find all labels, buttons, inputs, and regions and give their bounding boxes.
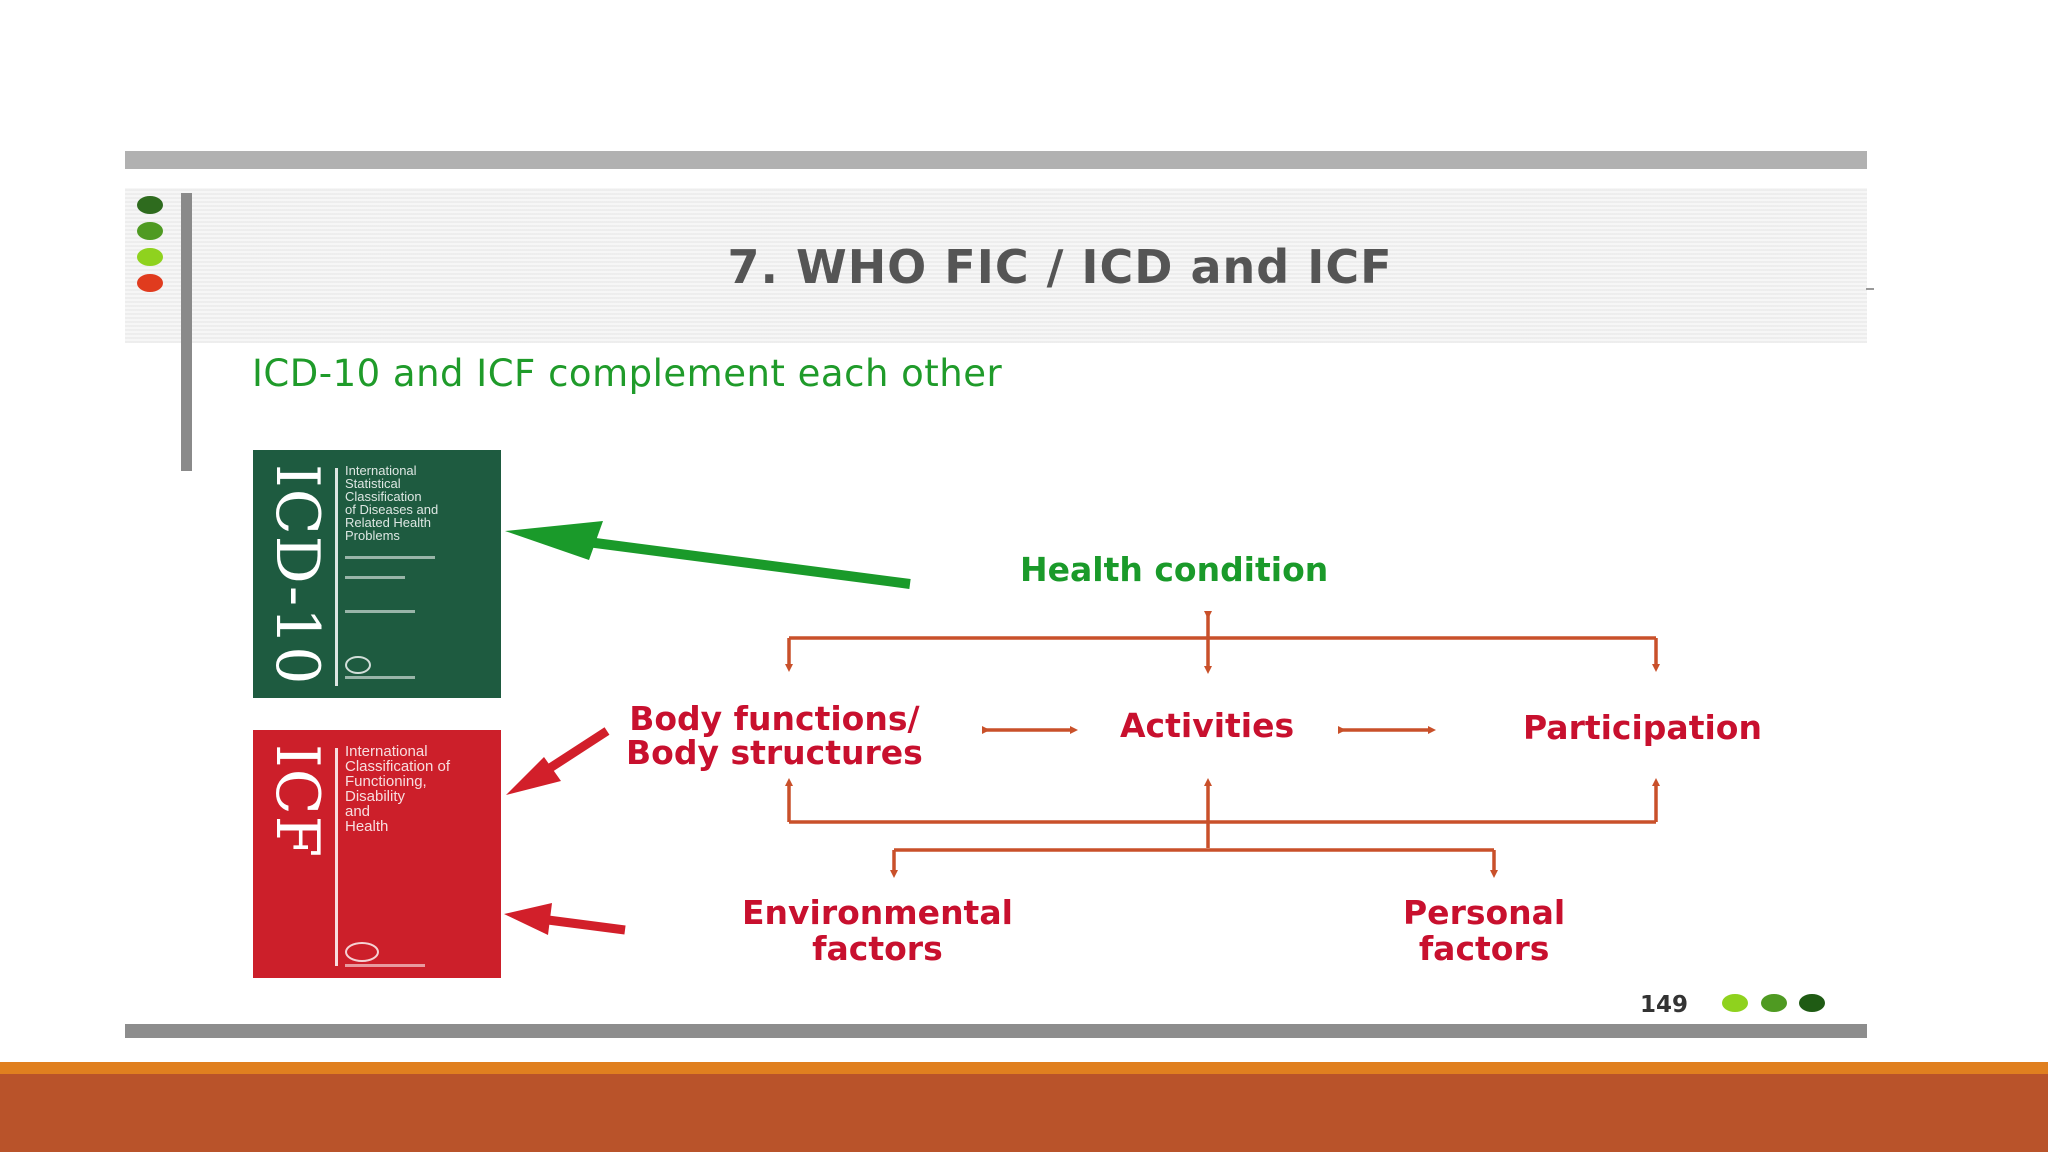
top-divider-bar [125,151,1867,169]
slide-subtitle: ICD-10 and ICF complement each other [252,352,1003,395]
vertical-rule [181,193,192,471]
who-emblem-icon [345,942,379,962]
top-dot-light-green [137,248,163,266]
page-dot-green [1761,994,1787,1012]
red-arrow-upper-head [506,757,561,795]
icd-book-subline [345,556,435,559]
personal-factors-label: Personal factors [1403,895,1565,967]
environmental-line1: Environmental [742,893,1013,932]
top-dot-red [137,274,163,292]
footer-bar [0,1062,2048,1152]
icd-book-description: International Statistical Classification… [345,463,439,543]
green-arrow-shaft [579,536,911,589]
green-arrow-head [505,521,603,560]
personal-line1: Personal [1403,893,1566,932]
icd-book-subline-3 [345,610,415,613]
environmental-factors-label: Environmental factors [742,895,1013,967]
top-dot-dark-green [137,196,163,214]
icd-book-subline-2 [345,576,405,579]
participation-label: Participation [1523,708,1762,747]
icd-10-book-cover: ICD-10 International Statistical Classif… [253,450,501,698]
icf-book-publisher [345,964,425,967]
environmental-line2: factors [812,929,943,968]
activities-label: Activities [1120,706,1295,745]
body-functions-line1: Body functions/ [629,699,920,738]
slide-title: 7. WHO FIC / ICD and ICF [727,240,1393,294]
body-functions-label: Body functions/ Body structures [626,702,923,770]
page-dot-dark-green [1799,994,1825,1012]
who-emblem-icon [345,656,371,674]
top-dot-green [137,222,163,240]
health-condition-label: Health condition [1020,550,1329,589]
book-pointer-arrows [504,521,911,935]
bottom-divider-bar [125,1024,1867,1038]
icf-book-cover: ICF International Classification of Func… [253,730,501,978]
footer-accent-line [0,1062,2048,1074]
edge-tick [1866,288,1874,290]
icd-book-publisher [345,676,415,679]
red-arrow-lower-head [504,903,552,935]
icd-book-rule [335,468,338,686]
personal-line2: factors [1418,929,1550,968]
icf-book-rule [335,748,338,966]
title-band [125,188,1867,343]
icf-book-description: International Classification of Function… [345,743,451,835]
page-number: 149 [1640,992,1689,1018]
body-functions-line2: Body structures [626,733,923,772]
connector-lines [785,611,1660,878]
page-dot-light-green [1722,994,1748,1012]
red-arrow-upper-shaft [547,727,610,772]
red-arrow-lower-shaft [547,915,626,935]
